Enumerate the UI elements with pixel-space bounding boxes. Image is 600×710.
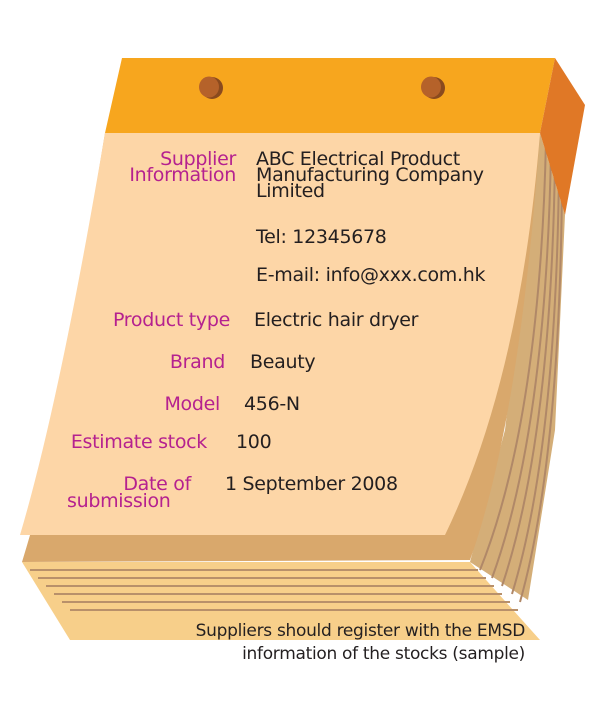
top-binding (105, 58, 555, 133)
binding-hole-right (421, 76, 445, 99)
supplier-label-line1: Supplier (160, 148, 236, 170)
product-type-value: Electric hair dryer (254, 309, 419, 331)
top-binding-side (540, 58, 585, 215)
product-type-label: Product type (112, 309, 230, 331)
supplier-label-line2: Information (129, 164, 236, 186)
supplier-company-line1: ABC Electrical Product (256, 148, 460, 170)
page-stack-lines (30, 569, 518, 611)
caption-line1: Suppliers should register with the EMSD (195, 621, 526, 641)
brand-value: Beauty (250, 351, 316, 373)
date-of-submission-label-line2: submission (67, 490, 171, 512)
supplier-tel: Tel: 12345678 (256, 226, 387, 248)
supplier-company-line2: Manufacturing Company (256, 164, 484, 186)
model-label: Model (164, 393, 220, 415)
date-of-submission-label-line1: Date of (123, 473, 191, 495)
page-stack-side-lines (479, 139, 563, 603)
binding-hole-left (199, 76, 223, 99)
supplier-company-line3: Limited (256, 180, 325, 202)
estimate-stock-value: 100 (236, 431, 272, 453)
caption-line2: information of the stocks (sample) (242, 644, 525, 664)
figure-caption: Suppliers should register with the EMSD … (195, 620, 526, 666)
front-page (20, 133, 540, 535)
supplier-email: E-mail: info@xxx.com.hk (256, 264, 486, 286)
model-value: 456-N (244, 393, 300, 415)
brand-label: Brand (169, 351, 225, 373)
estimate-stock-label: Estimate stock (70, 431, 207, 453)
date-of-submission-value: 1 September 2008 (225, 473, 398, 495)
